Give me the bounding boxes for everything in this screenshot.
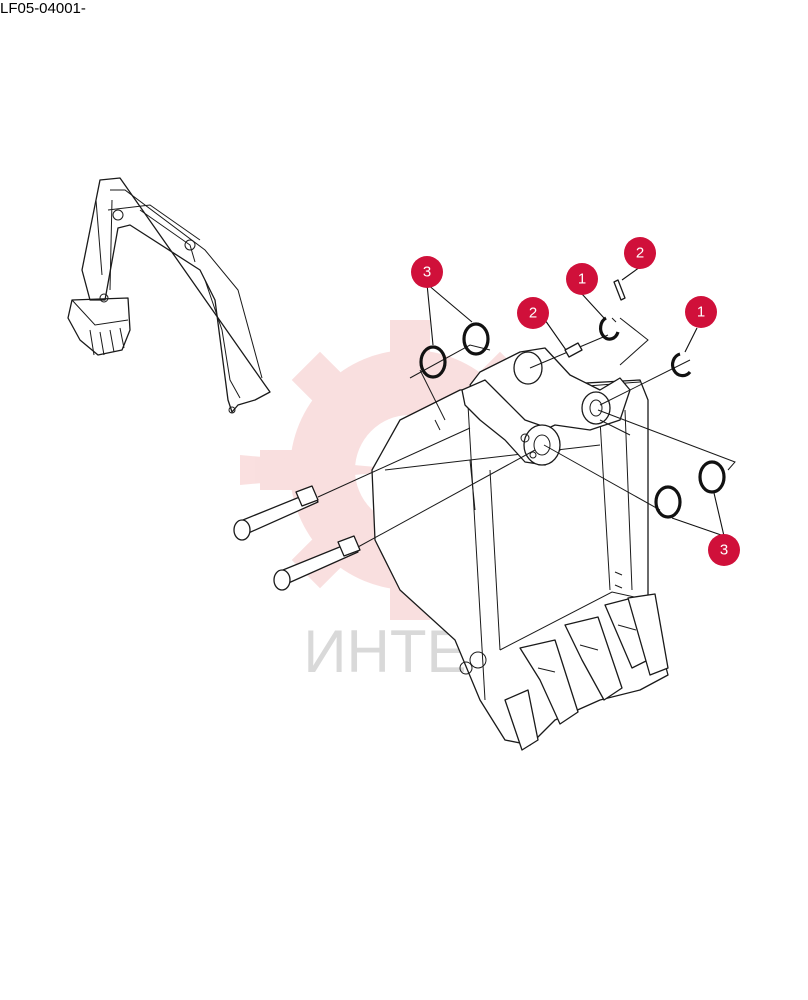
assembly-lines: [317, 317, 736, 548]
callout-label: 3: [720, 542, 728, 559]
shim-ring-upper-a: [462, 322, 490, 356]
callout-label: 1: [578, 271, 586, 288]
callout-leaders: [426, 266, 725, 537]
part-code-label: LF05-04001-: [0, 0, 86, 17]
callout-2-top: 2: [624, 237, 656, 269]
callout-3-upper: 3: [411, 256, 443, 288]
shim-ring-upper-b: [419, 345, 447, 379]
callout-label: 3: [423, 264, 431, 281]
callout-3-lower: 3: [708, 534, 740, 566]
spring-pin-top: [613, 279, 626, 301]
callout-label: 1: [697, 304, 705, 321]
shim-ring-lower-b: [698, 460, 726, 494]
callout-label: 2: [529, 305, 537, 322]
link-bracket: [434, 347, 631, 466]
spring-pin-mid: [564, 342, 583, 358]
shim-ring-lower-a: [654, 485, 682, 519]
pin-lower: [273, 535, 361, 591]
callout-1-right: 1: [685, 296, 717, 328]
callout-1-left: 1: [566, 263, 598, 295]
callout-2-mid: 2: [517, 297, 549, 329]
pin-upper: [233, 485, 319, 541]
excavator-arm-sketch: [67, 177, 271, 414]
retaining-ring-left: [599, 316, 620, 341]
retaining-ring-right: [671, 352, 692, 378]
callout-label: 2: [636, 245, 644, 262]
